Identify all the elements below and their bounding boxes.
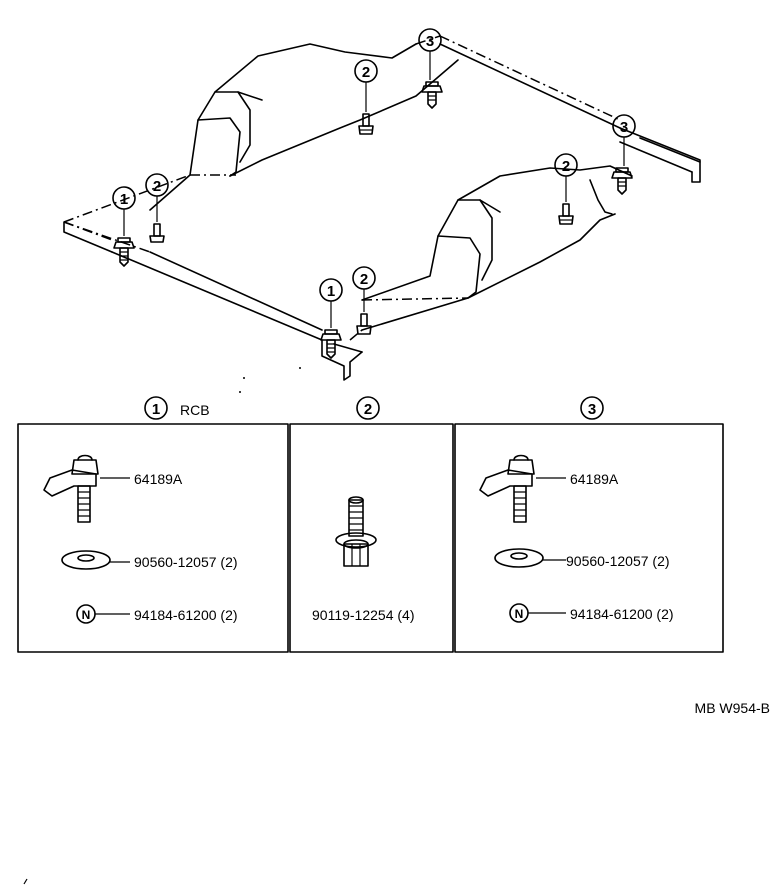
nut-part-number: 94184-61200 (2)	[134, 607, 238, 623]
washer-illustration	[494, 548, 544, 568]
parts-table-frame	[17, 423, 724, 653]
clip-fastener	[421, 81, 443, 109]
nut-symbol-icon: N	[509, 603, 529, 623]
svg-text:1: 1	[327, 283, 335, 300]
washer-illustration	[61, 550, 111, 570]
svg-text:2: 2	[153, 178, 161, 195]
svg-text:N: N	[82, 608, 91, 622]
svg-text:RCB: RCB	[180, 402, 210, 418]
svg-text:1: 1	[152, 401, 160, 418]
callout-1-front-left: 1	[319, 278, 343, 328]
callout-1-rear-left: 1	[112, 186, 136, 236]
panel-1-header: 1 RCB	[144, 396, 210, 420]
clip-part-illustration	[479, 454, 535, 523]
bolt-fastener	[149, 223, 165, 243]
callout-2-rear-left: 2	[145, 173, 169, 222]
svg-text:3: 3	[620, 119, 628, 136]
bolt-part-number: 90119-12254 (4)	[312, 607, 414, 623]
svg-text:2: 2	[364, 401, 372, 418]
washer-part-number: 90560-12057 (2)	[566, 553, 670, 569]
clip-fastener	[320, 329, 342, 359]
callout-3-front-right: 3	[612, 114, 636, 166]
bolt-part-illustration	[335, 496, 377, 567]
svg-text:2: 2	[360, 271, 368, 288]
clip-fastener	[611, 167, 633, 195]
callout-2-rear-right: 2	[354, 59, 378, 112]
callout-3-rear-right: 3	[418, 28, 442, 80]
svg-text:3: 3	[588, 401, 596, 418]
clip-part-illustration	[43, 454, 99, 523]
diagram-code: MB W954-B	[695, 700, 770, 716]
svg-text:3: 3	[426, 33, 434, 50]
clip-part-number: 64189A	[134, 471, 183, 487]
svg-text:1: 1	[120, 191, 128, 208]
bolt-fastener	[358, 113, 374, 135]
stray-mark	[23, 878, 28, 885]
clip-fastener	[113, 237, 135, 267]
bolt-fastener	[356, 313, 372, 335]
panel-2-header: 2	[356, 396, 380, 420]
panel-2: 90119-12254 (4)	[312, 496, 414, 623]
svg-text:N: N	[515, 607, 524, 621]
callout-2-front-right: 2	[554, 153, 578, 202]
callout-2-front-left: 2	[352, 266, 376, 312]
nut-part-number: 94184-61200 (2)	[570, 606, 674, 622]
svg-text:2: 2	[562, 158, 570, 175]
nut-symbol-icon: N	[76, 604, 96, 624]
cross-member-assembly-drawing	[63, 35, 701, 393]
panel-3-header: 3	[580, 396, 604, 420]
bolt-fastener	[558, 203, 574, 225]
panel-1: 64189A 90560-12057 (2) N 94184-61200 (2)	[43, 454, 238, 624]
washer-part-number: 90560-12057 (2)	[134, 554, 238, 570]
svg-text:2: 2	[362, 64, 370, 81]
clip-part-number: 64189A	[570, 471, 619, 487]
panel-3: 64189A 90560-12057 (2) N 94184-61200 (2)	[479, 454, 674, 623]
